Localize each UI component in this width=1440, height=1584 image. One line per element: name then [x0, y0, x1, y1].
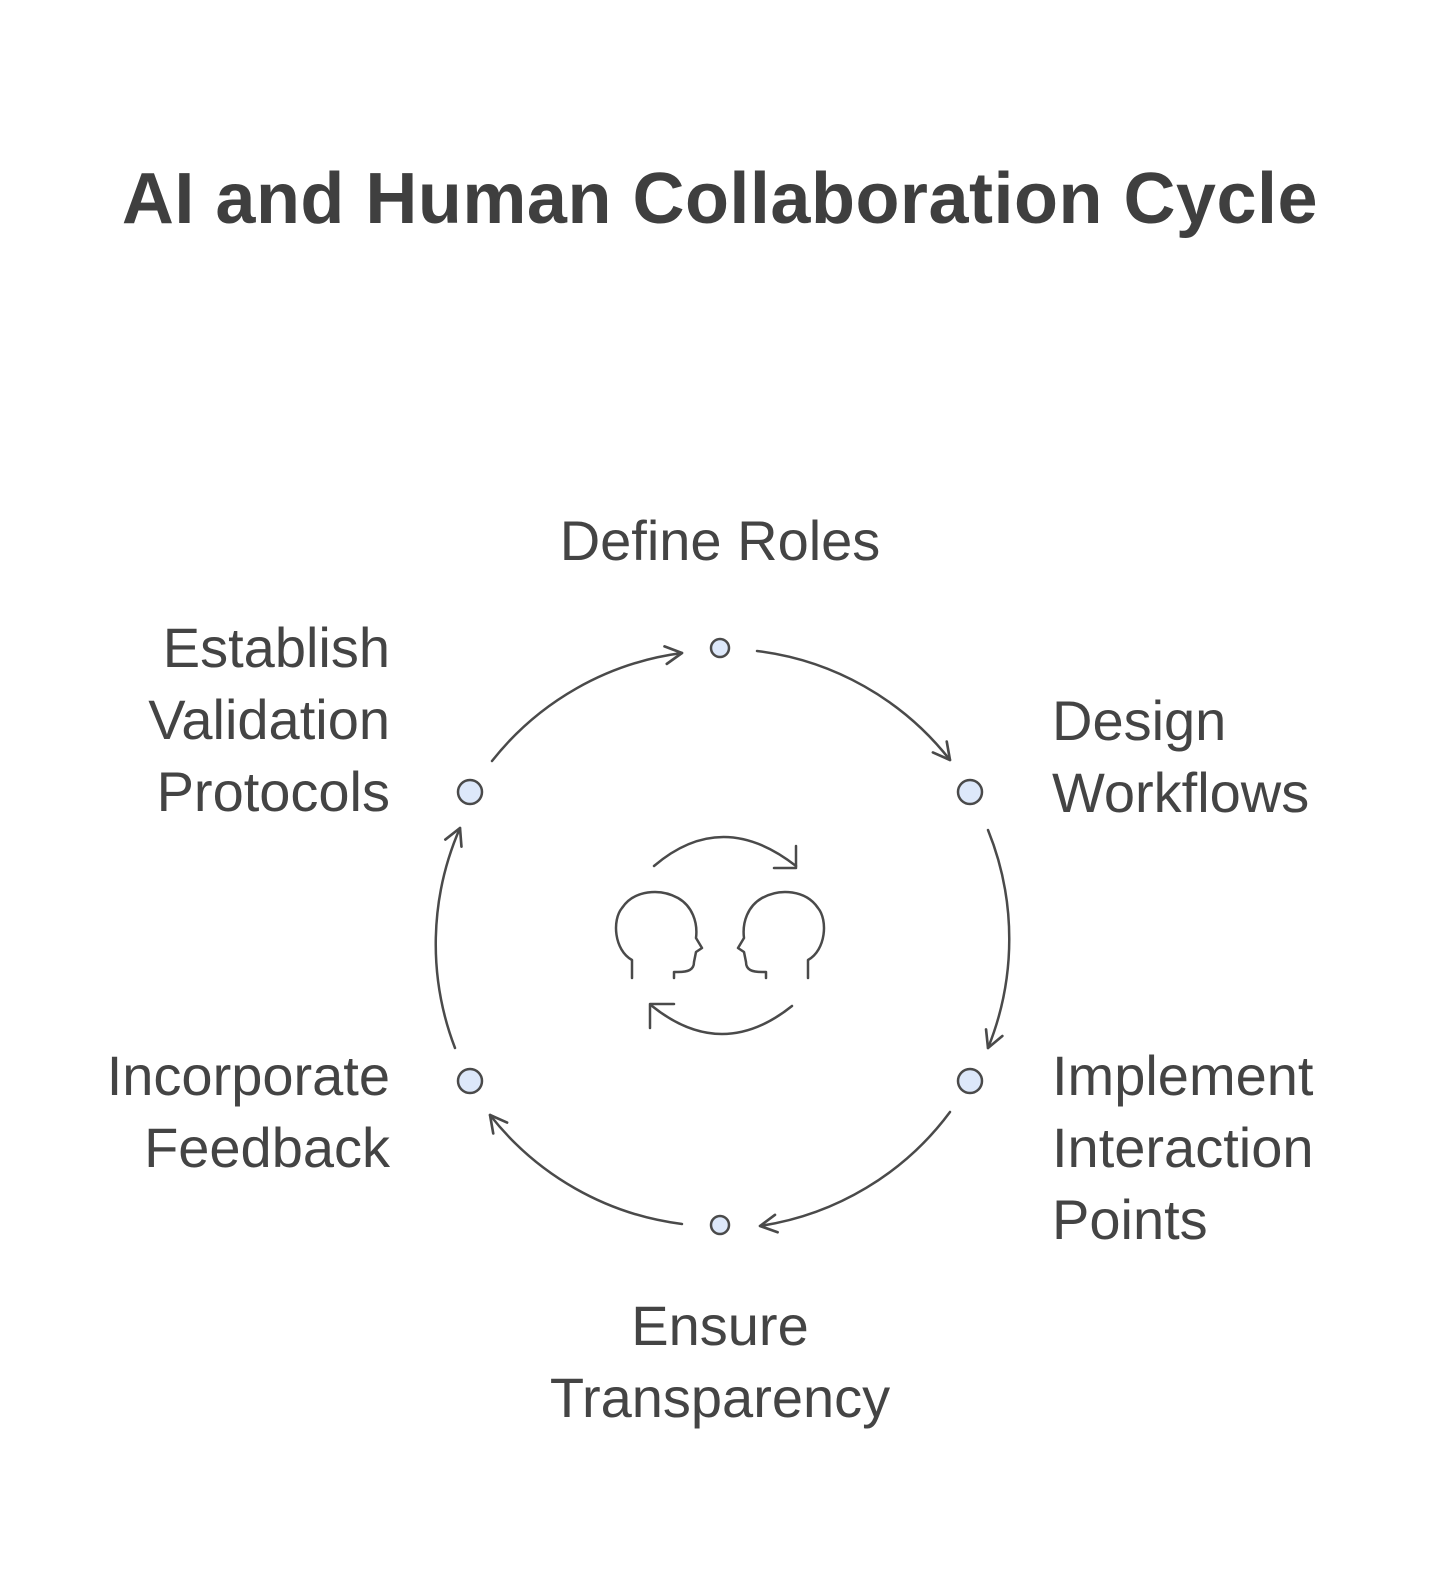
step-incorporate-feedback: Incorporate Feedback	[107, 1040, 390, 1184]
step-label-line: Transparency	[549, 1366, 891, 1429]
step-define-roles: Define Roles	[470, 505, 970, 577]
step-implement-interaction-points: Implement Interaction Points	[1052, 1040, 1314, 1256]
two-heads-collaboration-icon	[614, 835, 826, 1036]
step-design-workflows: Design Workflows	[1052, 685, 1309, 829]
arc-define-to-design	[755, 649, 952, 762]
step-label-line: Interaction	[1052, 1116, 1314, 1179]
node-design-workflows	[956, 778, 984, 806]
step-label-line: Workflows	[1052, 761, 1310, 824]
arc-establish-to-define	[490, 645, 684, 763]
step-label-line: Implement	[1052, 1044, 1314, 1107]
step-label-line: Points	[1052, 1188, 1208, 1251]
diagram-title: AI and Human Collaboration Cycle	[121, 159, 1319, 239]
node-implement-interaction-points	[956, 1067, 984, 1095]
arc-ensure-to-incorporate	[488, 1113, 684, 1226]
step-label-line: Design	[1052, 689, 1227, 752]
step-label-line: Feedback	[144, 1116, 390, 1179]
step-label-line: Define Roles	[559, 509, 881, 572]
step-label-line: Protocols	[156, 760, 390, 823]
step-label-line: Establish	[162, 616, 390, 679]
step-label-line: Ensure	[631, 1294, 809, 1357]
step-establish-validation-protocols: Establish Validation Protocols	[148, 612, 390, 828]
node-establish-validation-protocols	[456, 778, 484, 806]
step-label-line: Incorporate	[106, 1044, 390, 1107]
node-ensure-transparency	[709, 1214, 731, 1236]
step-label-line: Validation	[148, 688, 390, 751]
arc-incorporate-to-establish	[434, 826, 463, 1050]
arc-implement-to-ensure	[758, 1110, 952, 1234]
step-ensure-transparency: Ensure Transparency	[470, 1290, 970, 1434]
node-define-roles	[709, 637, 731, 659]
arc-design-to-implement	[984, 828, 1011, 1050]
node-incorporate-feedback	[456, 1067, 484, 1095]
